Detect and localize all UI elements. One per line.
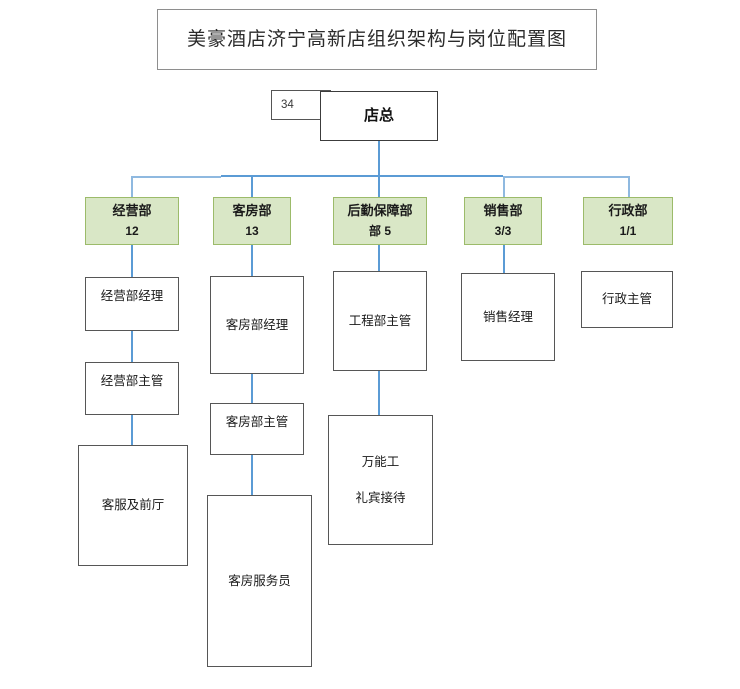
connector-col1-dept-to-manager xyxy=(131,245,133,277)
connector-col3-supervisor-to-staff xyxy=(378,371,380,415)
role-label-secondary: 礼宾接待 xyxy=(355,491,406,505)
connector-bus-drop-5 xyxy=(628,176,630,197)
department-node-xiaoshoubu[interactable]: 销售部 3/3 xyxy=(464,197,542,245)
role-label: 经营部主管 xyxy=(100,374,164,388)
role-label: 客房部主管 xyxy=(225,415,289,429)
department-name: 经营部 xyxy=(112,202,152,218)
department-node-xingzhengbu[interactable]: 行政部 1/1 xyxy=(583,197,673,245)
role-node-xingzheng-zhuguan[interactable]: 行政主管 xyxy=(581,271,673,328)
connector-bus-drop-3 xyxy=(378,176,380,197)
connector-col1-manager-to-supervisor xyxy=(131,331,133,362)
root-node-general-manager[interactable]: 店总 xyxy=(320,91,438,141)
role-node-jingyingbu-zhuguan[interactable]: 经营部主管 xyxy=(85,362,179,415)
role-label: 客房服务员 xyxy=(228,573,291,588)
root-headcount-value: 34 xyxy=(281,98,294,111)
department-name: 客房部 xyxy=(232,202,272,218)
department-node-kefangbu[interactable]: 客房部 13 xyxy=(213,197,291,245)
role-label: 工程部主管 xyxy=(348,313,412,328)
connector-bus-left xyxy=(131,176,221,178)
connector-bus-drop-2 xyxy=(251,176,253,197)
role-node-kefangbu-jingli[interactable]: 客房部经理 xyxy=(210,276,304,374)
role-label: 客房部经理 xyxy=(225,317,289,332)
connector-root-down xyxy=(378,141,380,176)
connector-col1-supervisor-to-staff xyxy=(131,415,133,445)
role-node-kefangbu-zhuguan[interactable]: 客房部主管 xyxy=(210,403,304,455)
department-node-houqinbaozhangbu[interactable]: 后勤保障部 部 5 xyxy=(333,197,427,245)
connector-col2-dept-to-manager xyxy=(251,245,253,276)
role-node-wannenggong-libin[interactable]: 万能工 礼宾接待 xyxy=(328,415,433,545)
role-node-jingyingbu-jingli[interactable]: 经营部经理 xyxy=(85,277,179,331)
connector-bus-drop-1 xyxy=(131,176,133,197)
department-headcount: 部 5 xyxy=(368,223,391,238)
chart-title-box: 美豪酒店济宁高新店组织架构与岗位配置图 xyxy=(157,9,597,70)
role-node-kefu-ji-qianting[interactable]: 客服及前厅 xyxy=(78,445,188,566)
role-label: 经营部经理 xyxy=(100,289,164,303)
connector-bus-drop-4 xyxy=(503,176,505,197)
connector-col3-dept-to-supervisor xyxy=(378,245,380,271)
role-label: 销售经理 xyxy=(482,309,533,324)
page-title: 美豪酒店济宁高新店组织架构与岗位配置图 xyxy=(186,27,567,50)
root-node-label: 店总 xyxy=(363,107,394,125)
role-node-xiaoshou-jingli[interactable]: 销售经理 xyxy=(461,273,555,361)
connector-col4-dept-to-manager xyxy=(503,245,505,273)
department-name: 后勤保障部 xyxy=(347,202,413,218)
department-name: 行政部 xyxy=(608,202,648,218)
connector-bus-right xyxy=(503,176,628,178)
connector-col2-manager-to-supervisor xyxy=(251,374,253,403)
role-node-kefang-fuwuyuan[interactable]: 客房服务员 xyxy=(207,495,312,667)
role-label: 客服及前厅 xyxy=(101,498,165,513)
role-label: 万能工 xyxy=(361,454,400,469)
department-headcount: 13 xyxy=(245,223,259,238)
department-node-jingyingbu[interactable]: 经营部 12 xyxy=(85,197,179,245)
role-node-gongchengbu-zhuguan[interactable]: 工程部主管 xyxy=(333,271,427,371)
role-label: 行政主管 xyxy=(601,292,652,307)
department-name: 销售部 xyxy=(483,202,523,218)
department-headcount: 12 xyxy=(125,223,139,238)
department-headcount: 3/3 xyxy=(494,223,512,238)
connector-bus-center xyxy=(221,175,503,177)
connector-col2-supervisor-to-staff xyxy=(251,455,253,495)
department-headcount: 1/1 xyxy=(619,223,637,238)
